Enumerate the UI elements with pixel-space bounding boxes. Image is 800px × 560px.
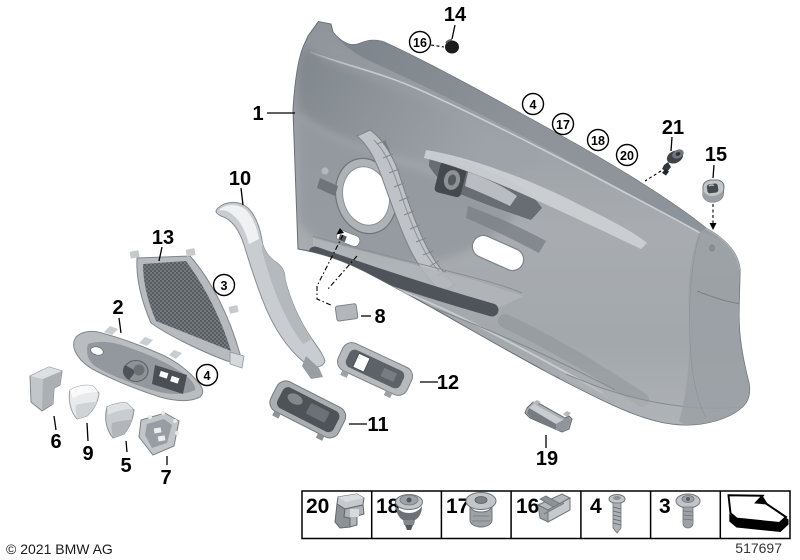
svg-text:13: 13 (152, 227, 174, 249)
svg-text:10: 10 (229, 168, 251, 190)
svg-text:14: 14 (444, 4, 467, 26)
svg-text:16: 16 (413, 36, 427, 50)
svg-text:20: 20 (306, 495, 329, 518)
svg-text:17: 17 (446, 495, 469, 518)
svg-text:7: 7 (160, 467, 171, 489)
svg-text:19: 19 (536, 448, 558, 470)
svg-text:5: 5 (120, 455, 131, 477)
svg-text:3: 3 (659, 495, 671, 518)
svg-text:20: 20 (620, 149, 634, 163)
svg-text:1: 1 (252, 103, 263, 125)
svg-text:15: 15 (705, 144, 727, 166)
svg-text:4: 4 (530, 98, 537, 112)
svg-text:11: 11 (367, 414, 388, 436)
svg-text:3: 3 (221, 279, 228, 293)
svg-text:16: 16 (516, 495, 539, 518)
svg-text:18: 18 (376, 495, 400, 518)
svg-text:© 2021 BMW AG: © 2021 BMW AG (6, 541, 113, 557)
svg-text:21: 21 (662, 117, 684, 139)
svg-text:9: 9 (82, 443, 93, 465)
svg-text:8: 8 (374, 306, 385, 328)
svg-text:17: 17 (556, 118, 570, 132)
svg-text:517697: 517697 (735, 540, 782, 556)
svg-text:18: 18 (591, 134, 605, 148)
svg-text:4: 4 (204, 369, 211, 383)
svg-text:2: 2 (112, 297, 123, 319)
svg-text:12: 12 (437, 372, 459, 394)
svg-text:6: 6 (50, 431, 61, 453)
svg-text:4: 4 (590, 495, 602, 518)
